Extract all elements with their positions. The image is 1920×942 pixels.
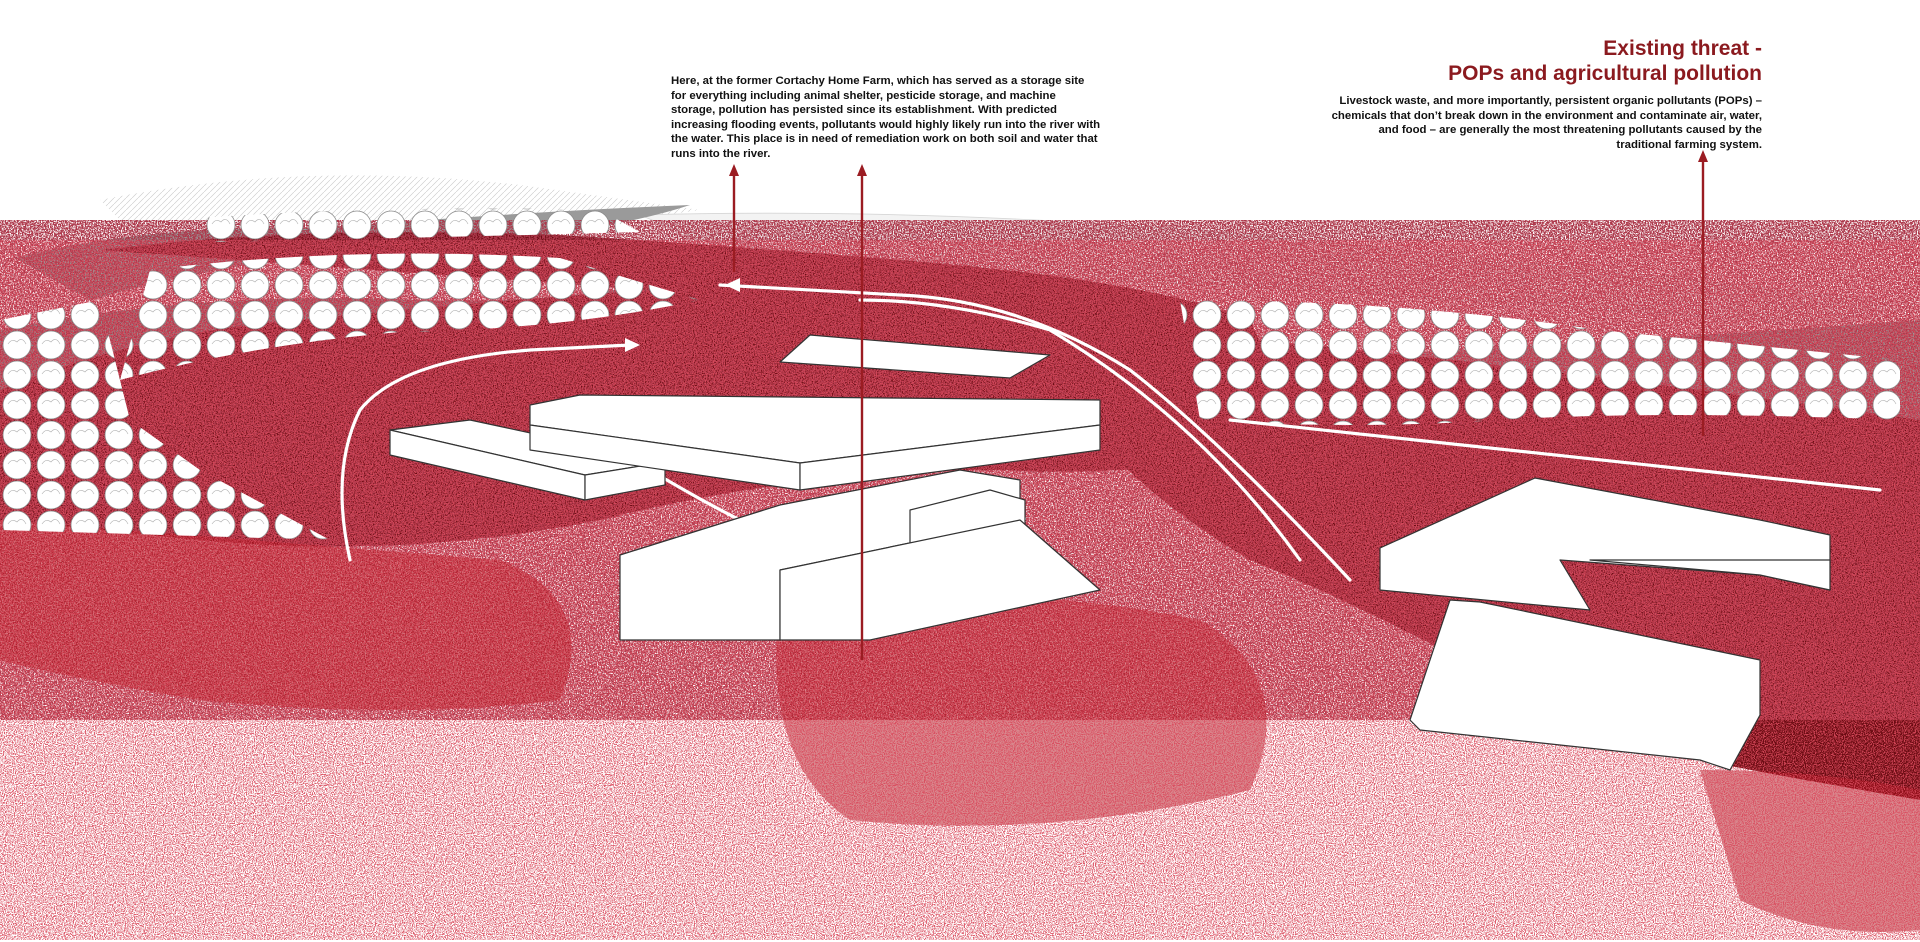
tree-canopies — [0, 208, 1900, 540]
flow-arrow-icon — [625, 278, 740, 352]
callout-arrow-icon — [732, 158, 1705, 660]
callout-arrowhead-1 — [729, 164, 739, 176]
threat-title-line-2: POPs and agricultural pollution — [1448, 62, 1762, 85]
threat-annotation: Existing threat - POPs and agricultural … — [1322, 36, 1762, 152]
threat-description: Livestock waste, and more importantly, p… — [1331, 95, 1762, 151]
water-flow-paths — [340, 283, 1882, 582]
threat-title: Existing threat - POPs and agricultural … — [1322, 36, 1762, 86]
callout-arrowhead-2 — [857, 164, 867, 176]
threat-title-line-1: Existing threat - — [1603, 37, 1762, 60]
farm-buildings — [389, 334, 1831, 771]
callout-arrowhead-3 — [1698, 150, 1708, 162]
farm-pollution-note: Here, at the former Cortachy Home Farm, … — [671, 75, 1101, 160]
